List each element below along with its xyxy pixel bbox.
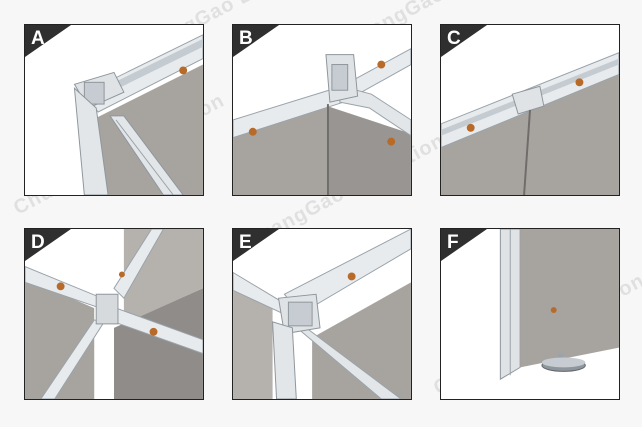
panel-d: D [24, 228, 204, 400]
panel-label: A [25, 25, 71, 57]
panel-letter: F [447, 232, 459, 253]
panel-b: B [232, 24, 412, 196]
label-background [441, 229, 487, 261]
panel-letter: A [31, 28, 45, 49]
panel-label: D [25, 229, 71, 261]
panel-letter: B [239, 28, 253, 49]
panel-label: F [441, 229, 487, 261]
panel-c: C [440, 24, 620, 196]
panel-label: E [233, 229, 279, 261]
label-background [441, 25, 487, 57]
label-background [25, 25, 71, 57]
panel-label: B [233, 25, 279, 57]
panel-f: F [440, 228, 620, 400]
panel-letter: C [447, 28, 461, 49]
label-background [25, 229, 71, 261]
panel-label: C [441, 25, 487, 57]
panel-letter: D [31, 232, 45, 253]
panel-e: E [232, 228, 412, 400]
panel-a: A [24, 24, 204, 196]
panel-letter: E [239, 232, 252, 253]
label-background [233, 25, 279, 57]
leveling-foot-illustration [441, 229, 619, 399]
tee-joint-illustration [233, 25, 411, 195]
label-background [233, 229, 279, 261]
corner-joint-illustration [25, 25, 203, 195]
